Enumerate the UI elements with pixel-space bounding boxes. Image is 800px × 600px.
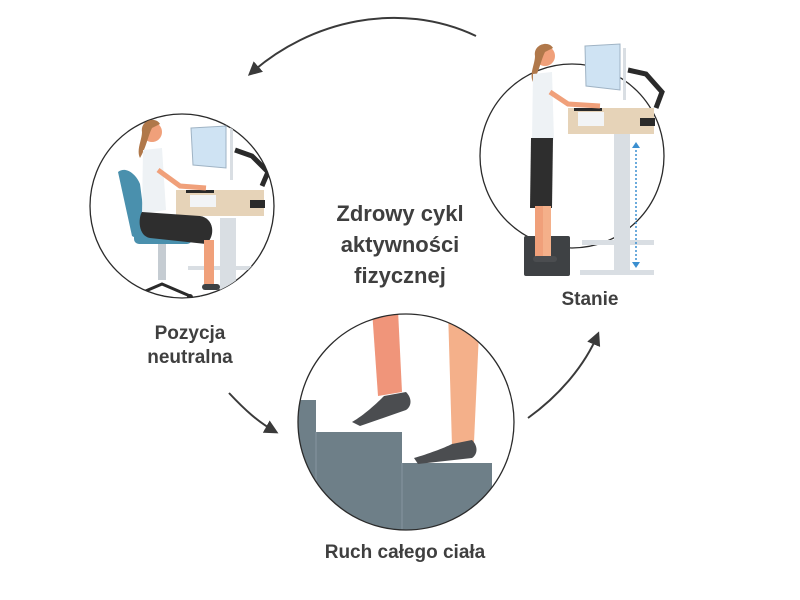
standing-illustration [479, 43, 665, 276]
arrow-movement-to-standing [527, 331, 601, 419]
stage-label-sitting-line-2: neutralna [147, 347, 233, 368]
stage-label-sitting: Pozycja neutralna [110, 322, 270, 370]
cycle-title-line-2: aktywności [340, 232, 460, 257]
arrow-sitting-to-movement [228, 392, 279, 434]
stage-label-standing: Stanie [561, 289, 619, 310]
movement-illustration [297, 313, 515, 531]
cycle-title-line-3: fizycznej [354, 263, 446, 288]
cycle-title: Zdrowy cykl aktywności fizycznej [300, 198, 500, 291]
cycle-title-line-1: Zdrowy cykl [336, 201, 464, 226]
arrow-standing-to-sitting [247, 16, 477, 76]
stage-label-sitting-line-1: Pozycja [154, 323, 226, 344]
sitting-illustration [89, 113, 275, 299]
stage-label-movement: Ruch całego ciała [324, 542, 486, 563]
